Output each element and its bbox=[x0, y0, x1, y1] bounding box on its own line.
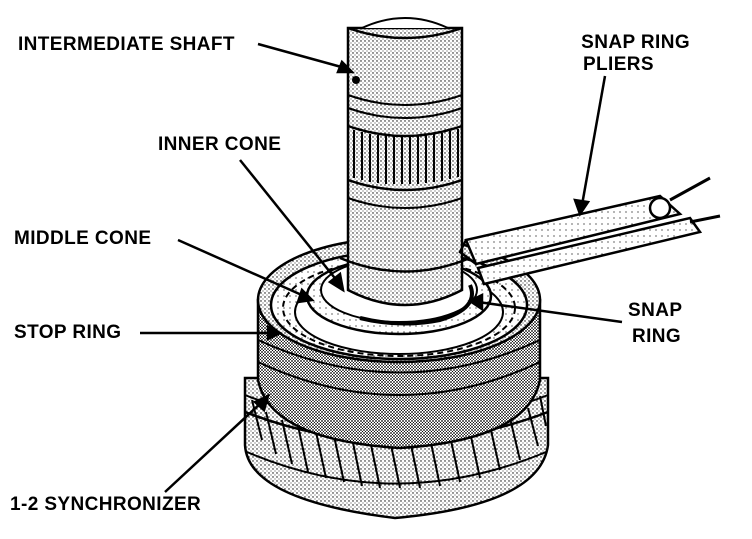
arrow-snap-ring-pliers bbox=[573, 198, 591, 217]
arrow-synchronizer bbox=[252, 393, 270, 413]
label-intermediate-shaft: INTERMEDIATE SHAFT bbox=[18, 34, 235, 55]
leader-middle-cone bbox=[177, 238, 305, 298]
leader-intermediate-shaft bbox=[257, 42, 346, 70]
label-snap-ring-line2: RING bbox=[632, 326, 682, 347]
snap-ring bbox=[359, 284, 474, 326]
leader-snap-ring-pliers bbox=[580, 75, 607, 206]
label-snap-ring-line1: SNAP bbox=[628, 300, 683, 321]
label-snap-ring-pliers-line2: PLIERS bbox=[582, 54, 654, 75]
intermediate-shaft bbox=[339, 17, 471, 307]
label-stop-ring: STOP RING bbox=[14, 322, 122, 343]
arrow-stop-ring bbox=[266, 324, 283, 342]
leader-lines bbox=[140, 42, 623, 493]
label-middle-cone: MIDDLE CONE bbox=[14, 228, 152, 249]
label-snap-ring-pliers-line1: SNAP RING bbox=[581, 32, 690, 53]
snap-ring-pliers bbox=[458, 176, 721, 286]
arrow-inner-cone bbox=[327, 271, 345, 293]
leader-synchronizer bbox=[164, 401, 263, 493]
leader-snap-ring bbox=[477, 300, 623, 324]
label-synchronizer: 1-2 SYNCHRONIZER bbox=[10, 494, 202, 515]
arrow-snap-ring bbox=[467, 292, 484, 312]
leader-inner-cone bbox=[239, 159, 339, 283]
arrow-middle-cone bbox=[296, 287, 315, 304]
arrow-intermediate-shaft bbox=[336, 59, 356, 74]
label-inner-cone: INNER CONE bbox=[158, 134, 282, 155]
